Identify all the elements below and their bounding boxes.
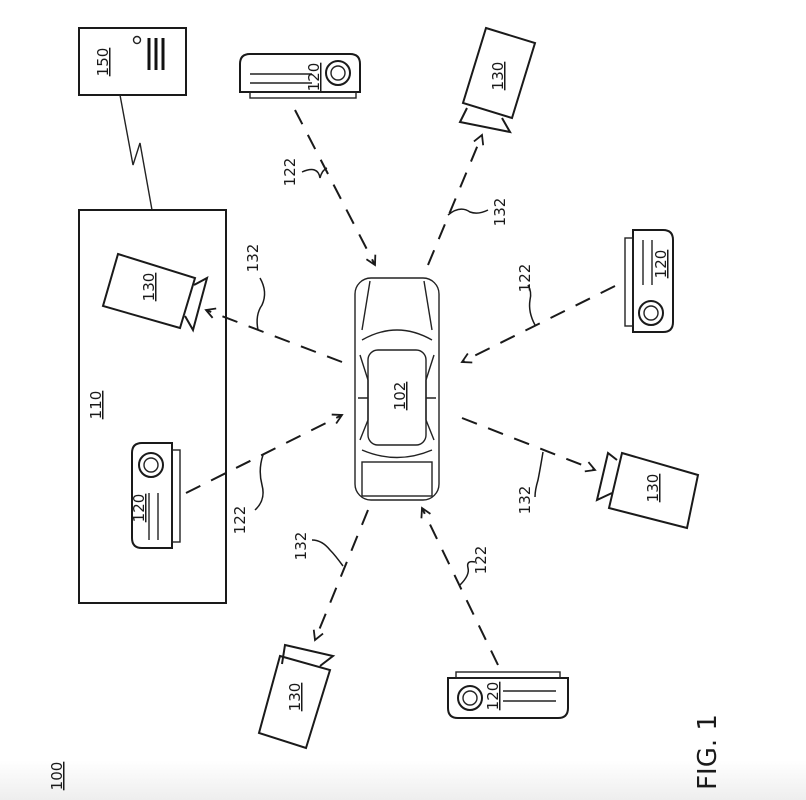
camera-right-ref-label: 130 (644, 474, 662, 503)
vehicle-102: 102 (354, 277, 440, 501)
beam-ref-label: 122 (281, 158, 299, 187)
system-ref-label: 100 (48, 762, 66, 791)
wireless-link (119, 94, 153, 211)
projector-right: 120 (624, 229, 674, 333)
projector-bottom: 120 (447, 671, 569, 719)
server-150: 150 (78, 27, 187, 96)
figure-title: FIG. 1 (693, 714, 723, 790)
camera-bottom-left: 130 (257, 643, 336, 750)
beam-ref-label: 132 (491, 198, 509, 227)
server-ref-label: 150 (94, 48, 112, 77)
camera-facility: 130 (101, 252, 209, 333)
beam-132-top-right (427, 133, 485, 266)
beam-132-facility (204, 307, 343, 363)
facility-110: 110 (78, 209, 227, 604)
beam-ref-label: 122 (516, 264, 534, 293)
server-indicator-icon (132, 35, 142, 45)
projector-right-ref-label: 120 (652, 250, 670, 279)
beam-ref-label: 132 (244, 244, 262, 273)
beam-ref-label: 132 (516, 486, 534, 515)
beam-122-top (294, 109, 377, 267)
projector-top-ref-label: 120 (305, 63, 323, 92)
camera-right: 130 (595, 451, 700, 530)
projector-top: 120 (239, 53, 361, 99)
bottom-gradient (0, 760, 806, 800)
beam-ref-label: 132 (292, 532, 310, 561)
beam-132-bottom-left (312, 509, 369, 642)
facility-box (78, 209, 227, 604)
beam-ref-label: 122 (472, 546, 490, 575)
beam-ref-label: 122 (231, 506, 249, 535)
server-box (78, 27, 187, 96)
camera-top-right: 130 (458, 26, 537, 134)
beam-122-right (460, 285, 616, 364)
beam-122-bottom (420, 506, 499, 666)
camera-top-right-ref-label: 130 (489, 62, 507, 91)
projector-facility: 120 (130, 442, 181, 549)
camera-facility-ref-label: 130 (140, 273, 158, 302)
camera-bottom-left-ref-label: 130 (286, 683, 304, 712)
projector-bottom-ref-label: 120 (484, 682, 502, 711)
beam-122-facility (185, 413, 344, 494)
projector-facility-ref-label: 120 (130, 494, 148, 523)
beam-132-right (461, 417, 597, 473)
vehicle-ref-label: 102 (391, 382, 409, 411)
facility-ref-label: 110 (87, 391, 105, 420)
